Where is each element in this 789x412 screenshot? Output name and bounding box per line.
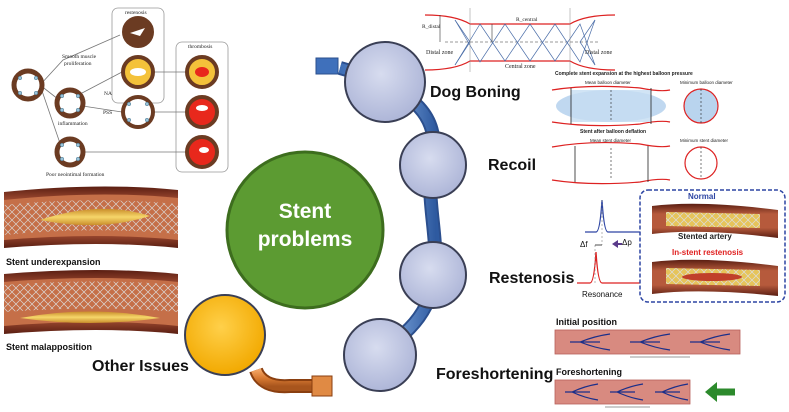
- db-label-central: Central zone: [505, 64, 536, 70]
- other-issues-connector: [249, 367, 333, 397]
- tree-label-smooth-muscle-1: Smooth muscle: [62, 54, 97, 60]
- problem-label-dog-boning: Dog Boning: [430, 84, 521, 101]
- caption-stent-underexpansion: Stent underexpansion: [6, 257, 101, 267]
- fs-foreshortening-label: Foreshortening: [556, 367, 623, 377]
- resonance-label: Resonance: [582, 290, 623, 299]
- caption-stent-malapposition: Stent malapposition: [6, 342, 93, 352]
- recoil-min-stent: Minimum stent diameter: [680, 138, 729, 143]
- center-title-line1: Stent: [278, 200, 332, 223]
- recoil-mean-balloon: Mean balloon diameter: [585, 80, 631, 85]
- problem-label-recoil: Recoil: [488, 157, 537, 174]
- restenosis-tree-figure: [11, 7, 229, 173]
- resonance-instent-label: In-stent restenosis: [672, 248, 744, 257]
- problem-circle-restenosis: [399, 241, 467, 309]
- dog-boning-figure: [424, 8, 616, 72]
- center-title-line2: problems: [257, 228, 353, 251]
- tree-label-pss: PSS: [103, 110, 113, 116]
- problem-label-restenosis: Restenosis: [489, 270, 575, 287]
- db-label-r-central: R_central: [516, 17, 538, 23]
- problem-label-foreshortening: Foreshortening: [436, 366, 554, 383]
- resonance-delta-f: Δf: [580, 240, 588, 249]
- tree-label-thrombosis: thrombosis: [188, 44, 213, 50]
- tree-label-inflammation: inflammation: [58, 121, 88, 127]
- tree-label-na: NA: [104, 91, 112, 97]
- resonance-figure: [577, 189, 786, 303]
- stent-underexpansion-image: [4, 186, 178, 248]
- problem-circle-dog-boning: [344, 41, 426, 123]
- center-circle: [225, 150, 385, 310]
- foreshortening-figure: [554, 329, 741, 408]
- tree-label-restenosis: restenosis: [125, 10, 147, 16]
- problem-label-other-issues: Other Issues: [92, 358, 189, 375]
- stent-malapposition-image: [4, 270, 178, 334]
- problem-circle-recoil: [399, 131, 467, 199]
- db-label-distal-right: Distal zone: [585, 50, 613, 56]
- recoil-figure: [551, 85, 719, 185]
- recoil-mean-stent: Mean stent diameter: [590, 138, 632, 143]
- tree-label-poor-neo: Poor neointimal formation: [46, 172, 105, 178]
- db-label-r-distal: R_distal: [422, 24, 441, 30]
- fs-initial-label: Initial position: [556, 317, 617, 327]
- resonance-stented-label: Stented artery: [678, 232, 732, 241]
- resonance-normal-label: Normal: [688, 192, 716, 201]
- tree-label-smooth-muscle-2: proliferation: [64, 61, 92, 67]
- recoil-title-2: Stent after balloon deflation: [580, 129, 647, 135]
- problem-circle-foreshortening: [343, 318, 417, 392]
- resonance-delta-p: Δp: [622, 238, 632, 247]
- problem-circle-other-issues: [184, 294, 266, 376]
- db-label-distal-left: Distal zone: [426, 50, 454, 56]
- recoil-title-1: Complete stent expansion at the highest …: [555, 71, 693, 77]
- recoil-min-balloon: Minimum balloon diameter: [680, 80, 733, 85]
